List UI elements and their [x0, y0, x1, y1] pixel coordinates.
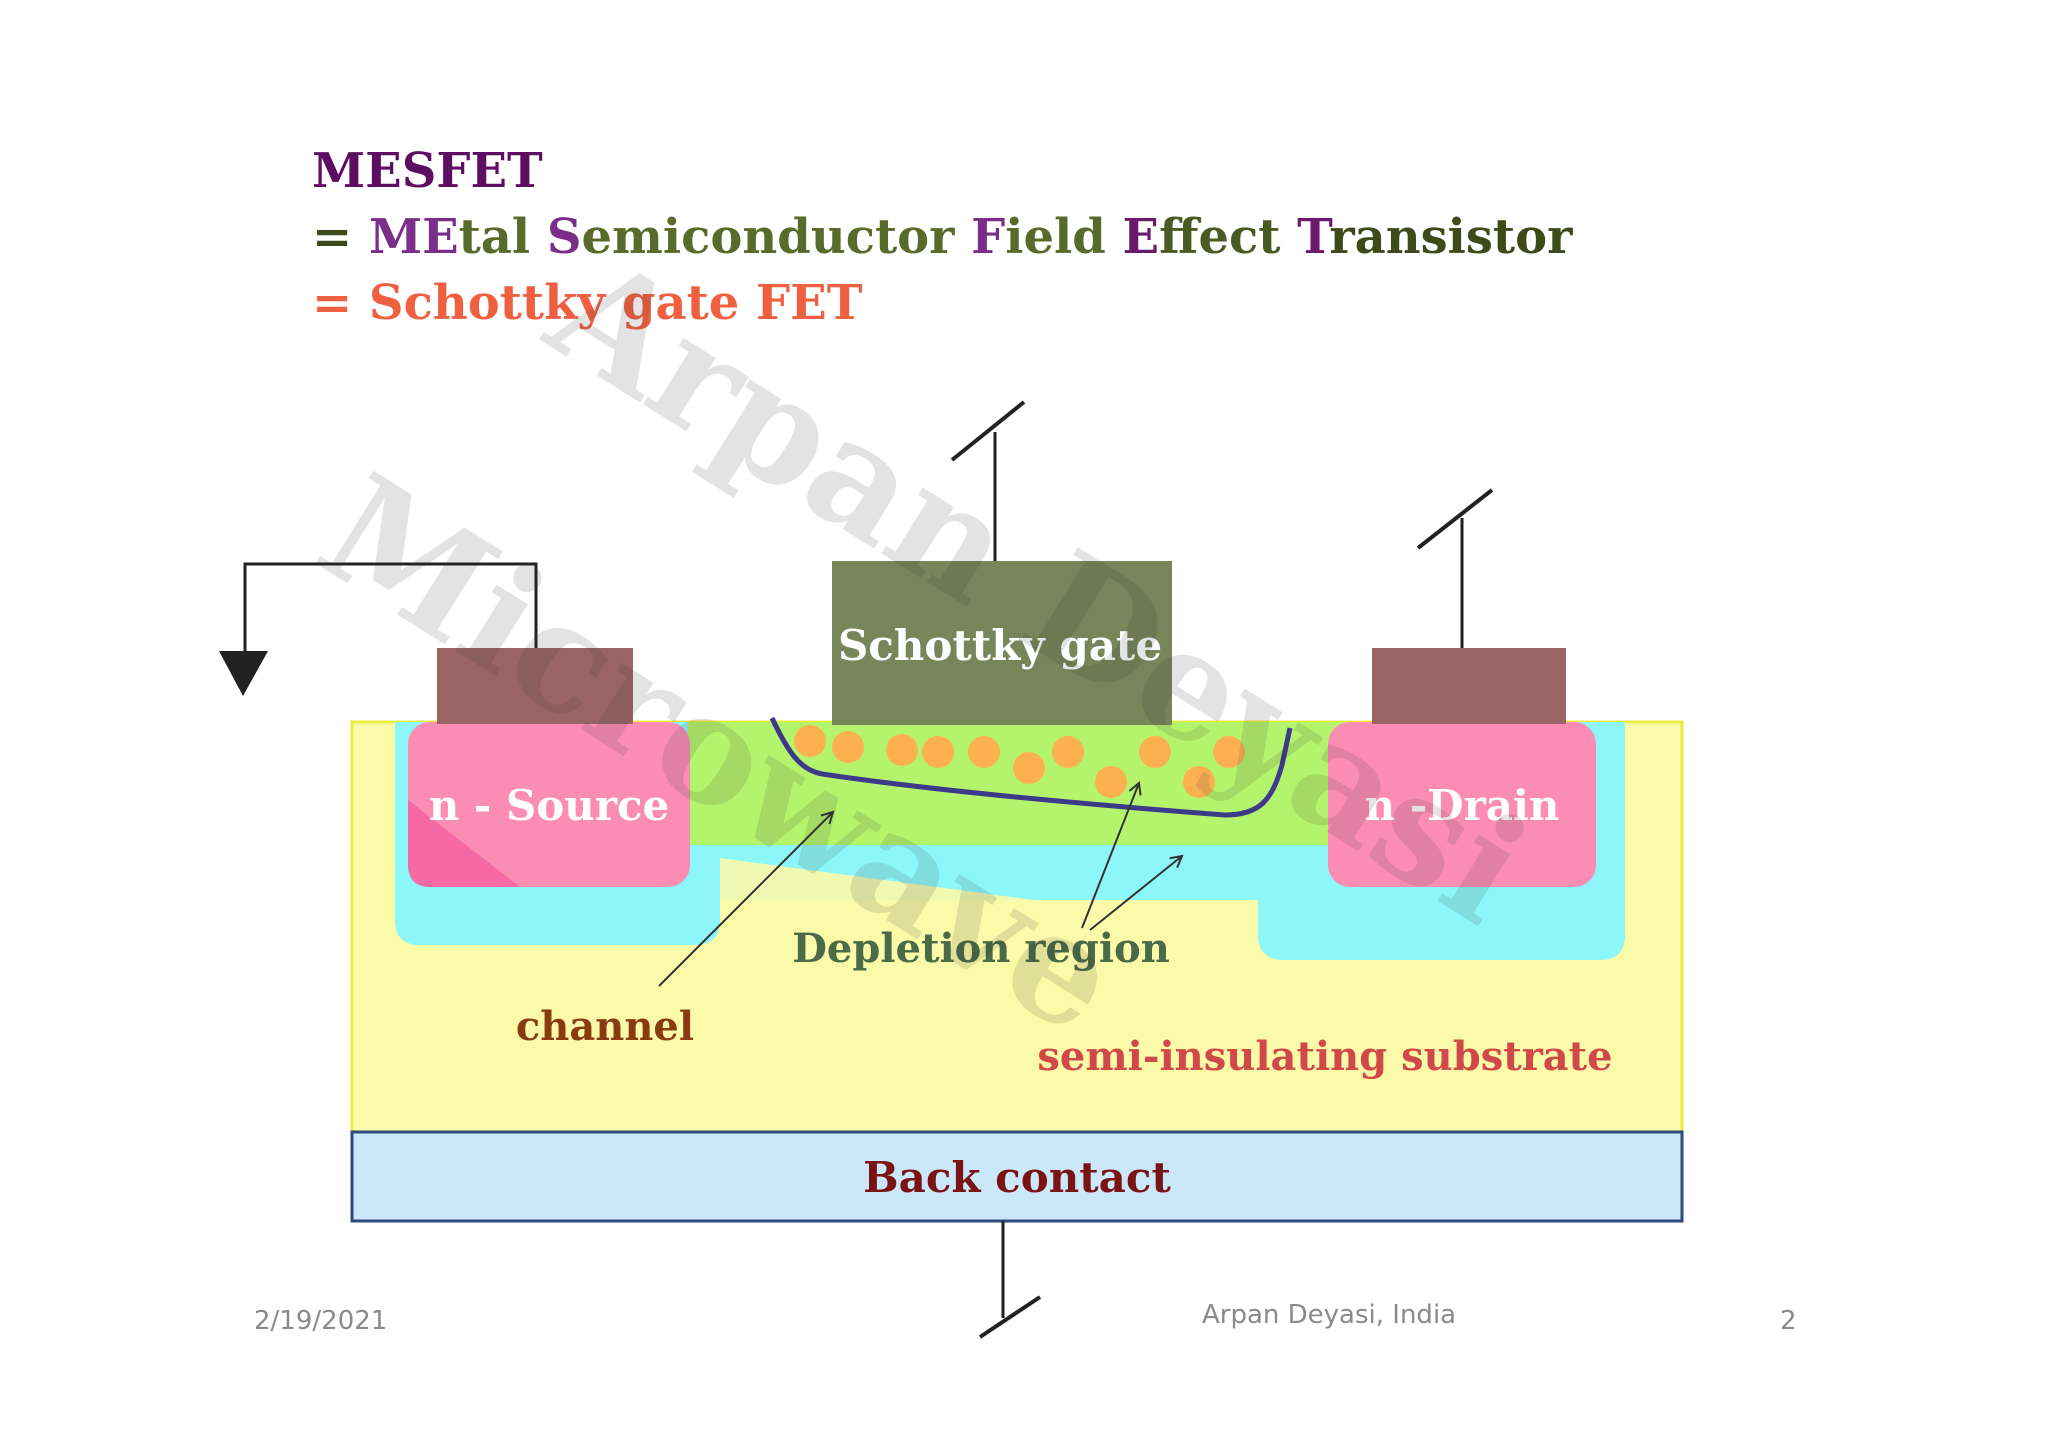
n-drain-region — [1328, 722, 1596, 887]
title-expansion-s4: F — [971, 209, 1006, 265]
title-mesfet: MESFET — [312, 143, 543, 199]
electron-dot — [1183, 766, 1215, 798]
electron-dot — [968, 736, 1000, 768]
title-expansion-prefix: = — [312, 209, 369, 265]
electron-dot — [1139, 736, 1171, 768]
title-expansion-s2: S — [546, 209, 582, 265]
electron-dot — [1052, 736, 1084, 768]
schottky-gate-label: Schottky gate — [838, 621, 1162, 670]
source-ground-wire — [243, 562, 538, 652]
title-expansion-s8: T — [1297, 209, 1330, 265]
schottky-gate — [832, 561, 1172, 725]
footer-page-number: 2 — [1780, 1306, 1797, 1336]
substrate-label: semi-insulating substrate — [1037, 1033, 1612, 1080]
title-expansion-s7: ffect — [1159, 209, 1298, 265]
electron-dot — [832, 731, 864, 763]
electron-dot — [1095, 766, 1127, 798]
n-drain-label: n -Drain — [1365, 781, 1560, 830]
n-source-shade — [408, 800, 520, 887]
title-expansion-s5: ield — [1005, 209, 1123, 265]
back-contact-tick — [978, 1295, 1042, 1339]
electron-dots — [794, 725, 1245, 798]
depletion-arrow-1 — [1081, 783, 1139, 929]
n-source-label: n - Source — [429, 781, 670, 830]
source-contact — [437, 648, 633, 724]
electron-dot — [886, 734, 918, 766]
title-expansion-s3: emiconductor — [581, 209, 972, 265]
title-expansion-s0: ME — [368, 209, 459, 265]
depletion-arrow-2 — [1089, 856, 1182, 931]
title-block: MESFET = MEtal Semiconductor Field Effec… — [312, 138, 1572, 336]
depletion-region-label: Depletion region — [792, 925, 1170, 972]
title-expansion-s6: E — [1122, 209, 1160, 265]
gate-terminal-tick — [950, 400, 1026, 462]
electron-dot — [794, 725, 826, 757]
electron-dot — [1013, 752, 1045, 784]
channel-label: channel — [516, 1003, 694, 1050]
footer-author: Arpan Deyasi, India — [1202, 1300, 1457, 1330]
drain-contact — [1372, 648, 1566, 724]
title-expansion: = MEtal Semiconductor Field Effect Trans… — [312, 204, 1572, 270]
ground-symbol — [219, 651, 268, 696]
substrate-wedge — [720, 858, 1258, 945]
title-expansion-s9: ransistor — [1329, 209, 1573, 265]
channel-arrow — [658, 812, 833, 987]
electron-dot — [922, 736, 954, 768]
electron-dot — [1213, 736, 1245, 768]
depletion-boundary — [769, 716, 1293, 818]
footer-date: 2/19/2021 — [254, 1306, 388, 1336]
back-contact — [350, 1130, 1684, 1223]
drain-terminal-tick — [1416, 488, 1494, 550]
title-expansion-s1: tal — [458, 209, 547, 265]
n-source-region — [408, 722, 690, 887]
title-schottky-fet: = Schottky gate FET — [312, 275, 863, 331]
back-contact-label: Back contact — [863, 1153, 1171, 1202]
